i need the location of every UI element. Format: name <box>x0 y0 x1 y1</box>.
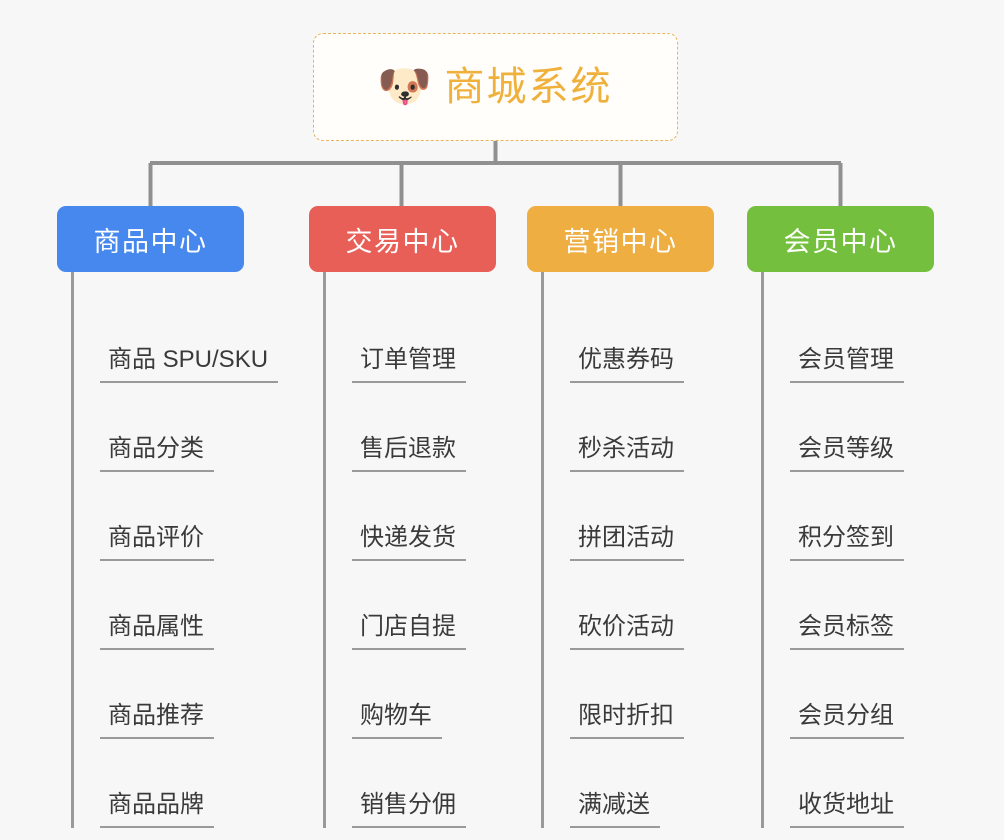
list-item[interactable]: 商品品牌 <box>74 739 244 828</box>
list-item[interactable]: 商品评价 <box>74 472 244 561</box>
list-item-label: 会员标签 <box>790 613 904 650</box>
list-item-label: 商品属性 <box>100 613 214 650</box>
list-item-label: 会员管理 <box>790 346 904 383</box>
branch-header-label: 交易中心 <box>345 226 460 257</box>
branch-header-marketing-center[interactable]: 营销中心 <box>527 206 714 272</box>
list-item-label: 商品 SPU/SKU <box>100 346 279 383</box>
branch-trade-center: 交易中心 订单管理 售后退款 快递发货 门店自提 购物车 销售分佣 <box>309 206 496 828</box>
list-item-label: 优惠券码 <box>570 346 684 383</box>
list-item-label: 订单管理 <box>352 346 466 383</box>
list-item[interactable]: 收货地址 <box>764 739 934 828</box>
list-item[interactable]: 会员等级 <box>764 383 934 472</box>
list-item[interactable]: 商品 SPU/SKU <box>74 294 279 383</box>
list-item-label: 销售分佣 <box>352 791 466 828</box>
list-item-label: 商品分类 <box>100 435 214 472</box>
root-node[interactable]: 🐶 商城系统 <box>313 33 678 141</box>
branch-header-label: 营销中心 <box>563 226 678 257</box>
list-item-label: 门店自提 <box>352 613 466 650</box>
branch-header-label: 商品中心 <box>93 226 208 257</box>
list-item[interactable]: 商品推荐 <box>74 650 244 739</box>
list-item[interactable]: 会员管理 <box>764 294 934 383</box>
list-item-label: 限时折扣 <box>570 702 684 739</box>
list-item[interactable]: 商品分类 <box>74 383 244 472</box>
list-item[interactable]: 商品属性 <box>74 561 244 650</box>
list-item[interactable]: 限时折扣 <box>544 650 714 739</box>
list-item-label: 商品品牌 <box>100 791 214 828</box>
list-item-label: 商品评价 <box>100 524 214 561</box>
list-item[interactable]: 售后退款 <box>326 383 496 472</box>
list-item-label: 拼团活动 <box>570 524 684 561</box>
list-item[interactable]: 订单管理 <box>326 294 496 383</box>
branch-header-label: 会员中心 <box>783 226 898 257</box>
branch-header-trade-center[interactable]: 交易中心 <box>309 206 496 272</box>
list-item[interactable]: 拼团活动 <box>544 472 714 561</box>
list-item-label: 秒杀活动 <box>570 435 684 472</box>
branch-member-center: 会员中心 会员管理 会员等级 积分签到 会员标签 会员分组 收货地址 <box>747 206 934 828</box>
list-item[interactable]: 门店自提 <box>326 561 496 650</box>
list-item-label: 收货地址 <box>790 791 904 828</box>
root-title: 商城系统 <box>444 65 613 109</box>
branch-product-center: 商品中心 商品 SPU/SKU 商品分类 商品评价 商品属性 商品推荐 商品品牌 <box>57 206 279 828</box>
branch-items-product-center: 商品 SPU/SKU 商品分类 商品评价 商品属性 商品推荐 商品品牌 <box>71 272 279 828</box>
list-item-label: 商品推荐 <box>100 702 214 739</box>
branch-header-product-center[interactable]: 商品中心 <box>57 206 244 272</box>
list-item-label: 售后退款 <box>352 435 466 472</box>
list-item[interactable]: 会员标签 <box>764 561 934 650</box>
branch-marketing-center: 营销中心 优惠券码 秒杀活动 拼团活动 砍价活动 限时折扣 满减送 <box>527 206 714 828</box>
list-item-label: 满减送 <box>570 791 660 828</box>
list-item[interactable]: 积分签到 <box>764 472 934 561</box>
branch-items-trade-center: 订单管理 售后退款 快递发货 门店自提 购物车 销售分佣 <box>323 272 496 828</box>
dog-face-icon: 🐶 <box>377 62 432 111</box>
list-item-label: 快递发货 <box>352 524 466 561</box>
list-item-label: 会员等级 <box>790 435 904 472</box>
list-item-label: 购物车 <box>352 702 442 739</box>
list-item[interactable]: 快递发货 <box>326 472 496 561</box>
list-item[interactable]: 优惠券码 <box>544 294 714 383</box>
list-item[interactable]: 购物车 <box>326 650 496 739</box>
list-item[interactable]: 满减送 <box>544 739 714 828</box>
list-item[interactable]: 秒杀活动 <box>544 383 714 472</box>
list-item-label: 积分签到 <box>790 524 904 561</box>
list-item[interactable]: 砍价活动 <box>544 561 714 650</box>
list-item-label: 会员分组 <box>790 702 904 739</box>
branch-header-member-center[interactable]: 会员中心 <box>747 206 934 272</box>
list-item[interactable]: 会员分组 <box>764 650 934 739</box>
list-item-label: 砍价活动 <box>570 613 684 650</box>
list-item[interactable]: 销售分佣 <box>326 739 496 828</box>
branch-items-marketing-center: 优惠券码 秒杀活动 拼团活动 砍价活动 限时折扣 满减送 <box>541 272 714 828</box>
branch-items-member-center: 会员管理 会员等级 积分签到 会员标签 会员分组 收货地址 <box>761 272 934 828</box>
